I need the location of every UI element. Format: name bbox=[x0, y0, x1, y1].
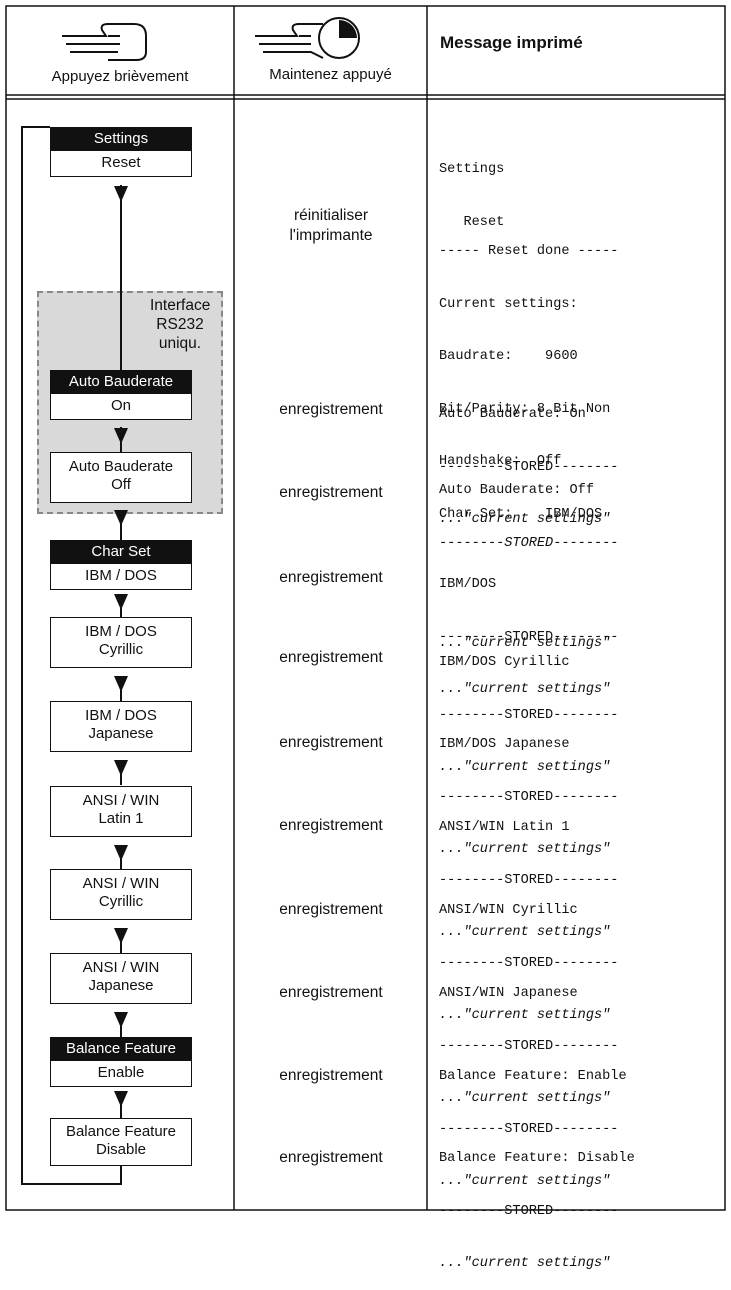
printout-auto-bauderate-off: Auto Bauderate: Off --------STORED------… bbox=[439, 483, 619, 651]
arrow-down-icon bbox=[114, 845, 128, 861]
printout-ansi-win-japanese: ANSI/WIN Japanese --------STORED--------… bbox=[439, 986, 619, 1106]
arrow-down-icon bbox=[114, 510, 128, 526]
loop-back-line bbox=[21, 126, 122, 1185]
arrow-down-icon bbox=[114, 1091, 128, 1107]
printout-balance-feature-disable: Balance Feature: Disable --------STORED-… bbox=[439, 1151, 635, 1271]
store-action: enregistrement bbox=[279, 1067, 383, 1084]
reset-printer-action: réinitialiser l'imprimante bbox=[289, 207, 373, 244]
store-action: enregistrement bbox=[279, 484, 383, 501]
store-action: enregistrement bbox=[279, 734, 383, 751]
short-press-hand-icon bbox=[62, 23, 147, 61]
arrow-down-icon bbox=[114, 676, 128, 692]
menu-box-auto-bauderate-on: Auto Bauderate On bbox=[50, 370, 192, 420]
long-press-label: Maintenez appuyé bbox=[269, 66, 392, 83]
printout-ibm-dos-japanese: IBM/DOS Japanese --------STORED-------- … bbox=[439, 737, 619, 857]
store-action: enregistrement bbox=[279, 401, 383, 418]
store-action: enregistrement bbox=[279, 1149, 383, 1166]
menu-box-balance-feature-enable: Balance Feature Enable bbox=[50, 1037, 192, 1087]
printout-ibm-dos-cyrillic: IBM/DOS Cyrillic --------STORED-------- … bbox=[439, 655, 619, 775]
menu-box-auto-bauderate-off: Auto Bauderate Off bbox=[50, 452, 192, 503]
menu-box-ansi-win-japanese: ANSI / WIN Japanese bbox=[50, 953, 192, 1004]
printout-auto-bauderate-on: Auto Bauderate: On --------STORED-------… bbox=[439, 407, 619, 527]
store-action: enregistrement bbox=[279, 984, 383, 1001]
printout-ibm-dos: IBM/DOS --------STORED-------- ..."curre… bbox=[439, 577, 619, 697]
menu-box-ansi-win-cyrillic: ANSI / WIN Cyrillic bbox=[50, 869, 192, 920]
printout-balance-feature-enable: Balance Feature: Enable --------STORED--… bbox=[439, 1069, 627, 1189]
store-action: enregistrement bbox=[279, 649, 383, 666]
printout-settings: Settings Reset bbox=[439, 162, 505, 230]
arrow-down-icon bbox=[114, 428, 128, 444]
store-action: enregistrement bbox=[279, 901, 383, 918]
short-press-label: Appuyez brièvement bbox=[51, 68, 189, 85]
table-frame bbox=[5, 5, 726, 1211]
menu-box-char-set-ibm-dos: Char Set IBM / DOS bbox=[50, 540, 192, 590]
arrow-down-icon bbox=[114, 1012, 128, 1028]
arrow-down-icon bbox=[114, 928, 128, 944]
arrow-down-icon bbox=[114, 186, 128, 202]
printout-column-title: Message imprimé bbox=[440, 33, 583, 52]
connector bbox=[120, 185, 122, 371]
store-action: enregistrement bbox=[279, 817, 383, 834]
printout-ansi-win-cyrillic: ANSI/WIN Cyrillic --------STORED--------… bbox=[439, 903, 619, 1023]
arrow-down-icon bbox=[114, 760, 128, 776]
rs232-group-label: Interface RS232 uniqu. bbox=[150, 297, 211, 352]
arrow-down-icon bbox=[114, 594, 128, 610]
menu-box-ibm-dos-japanese: IBM / DOS Japanese bbox=[50, 701, 192, 752]
long-press-hand-timer-icon bbox=[255, 17, 360, 59]
menu-box-ansi-win-latin1: ANSI / WIN Latin 1 bbox=[50, 786, 192, 837]
printout-ansi-win-latin1: ANSI/WIN Latin 1 --------STORED-------- … bbox=[439, 820, 619, 940]
menu-box-ibm-dos-cyrillic: IBM / DOS Cyrillic bbox=[50, 617, 192, 668]
menu-box-settings-reset: Settings Reset bbox=[50, 127, 192, 177]
printout-reset: ----- Reset done ----- Current settings:… bbox=[439, 244, 619, 522]
store-action: enregistrement bbox=[279, 569, 383, 586]
menu-box-balance-feature-disable: Balance Feature Disable bbox=[50, 1118, 192, 1166]
